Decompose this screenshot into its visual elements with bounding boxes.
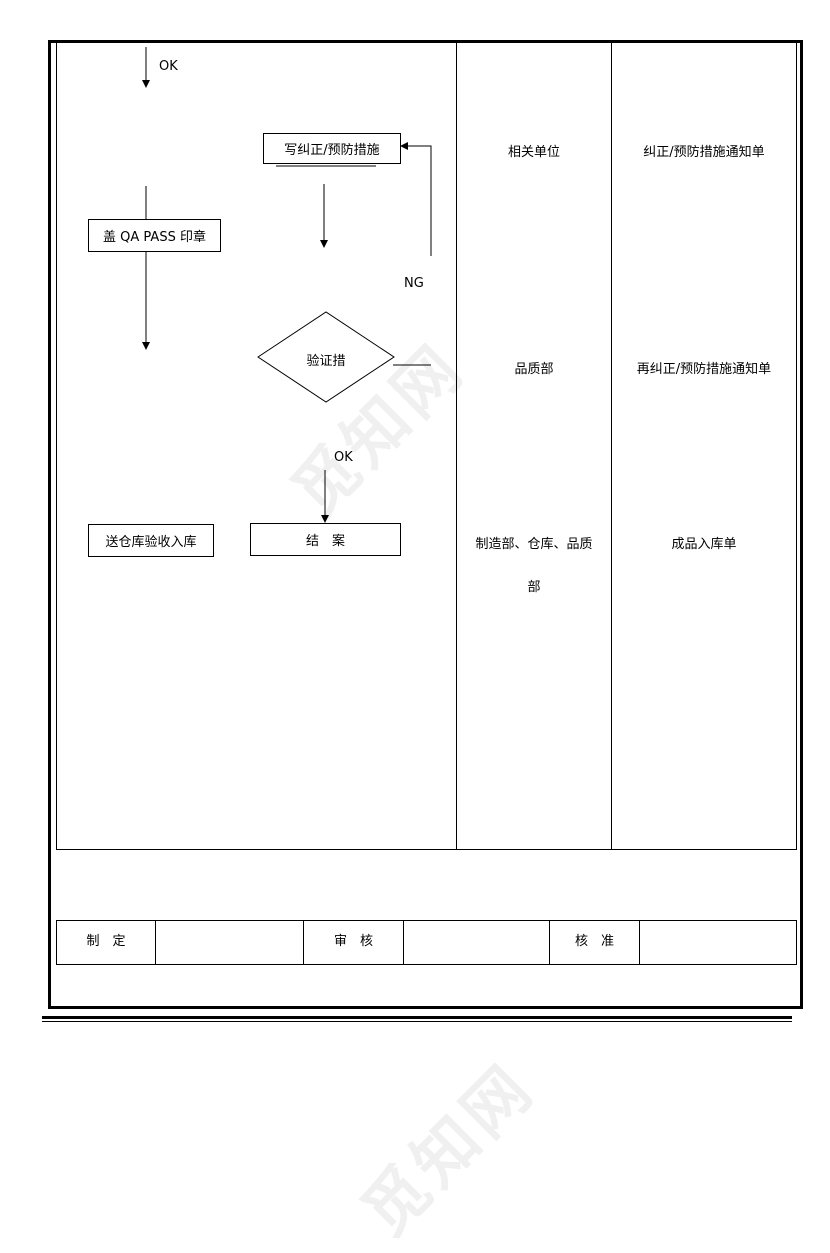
dept-mfg-warehouse-quality-cont: 部	[527, 580, 541, 595]
write-corrective-box: 写纠正/预防措施	[263, 133, 401, 164]
form-finished-goods-receipt: 成品入库单	[671, 537, 737, 552]
signoff-review-label: 审 核	[333, 934, 373, 949]
signoff-made-label: 制 定	[86, 934, 126, 949]
footer-rule-thick	[42, 1016, 792, 1019]
signoff-top-border	[56, 920, 797, 921]
dept-quality: 品质部	[514, 362, 554, 377]
signoff-approve-label: 核 准	[574, 934, 614, 949]
ok-label-mid: OK	[334, 450, 353, 465]
signoff-border	[56, 920, 57, 965]
footer-rule-thin	[42, 1021, 792, 1022]
flow-connectors	[142, 47, 432, 523]
verify-diamond	[257, 311, 395, 403]
ng-label: NG	[404, 276, 424, 291]
stamp-qa-box: 盖 QA PASS 印章	[88, 219, 221, 252]
signoff-border	[639, 920, 640, 965]
column-divider-2	[611, 42, 612, 850]
signoff-border	[549, 920, 550, 965]
dept-mfg-warehouse-quality: 制造部、仓库、品质	[475, 537, 593, 552]
verify-label: 验证措	[306, 354, 346, 369]
signoff-border	[155, 920, 156, 965]
arrow-ng-return	[400, 142, 432, 256]
form-recorrective-notice: 再纠正/预防措施通知单	[636, 362, 772, 377]
flow-area-left-border	[56, 42, 57, 850]
close-case-box: 结 案	[250, 523, 401, 556]
send-warehouse-box: 送仓库验收入库	[88, 524, 214, 557]
flow-area-bottom-border	[56, 849, 797, 850]
signoff-bottom-border	[56, 964, 797, 965]
signoff-border	[303, 920, 304, 965]
signoff-border	[403, 920, 404, 965]
column-divider-1	[456, 42, 457, 850]
document-frame	[48, 40, 803, 1009]
flow-area-right-border	[796, 42, 797, 850]
form-corrective-notice: 纠正/预防措施通知单	[643, 145, 765, 160]
signoff-border	[796, 920, 797, 965]
ok-label-top: OK	[159, 59, 178, 74]
dept-related-units: 相关单位	[507, 145, 560, 160]
